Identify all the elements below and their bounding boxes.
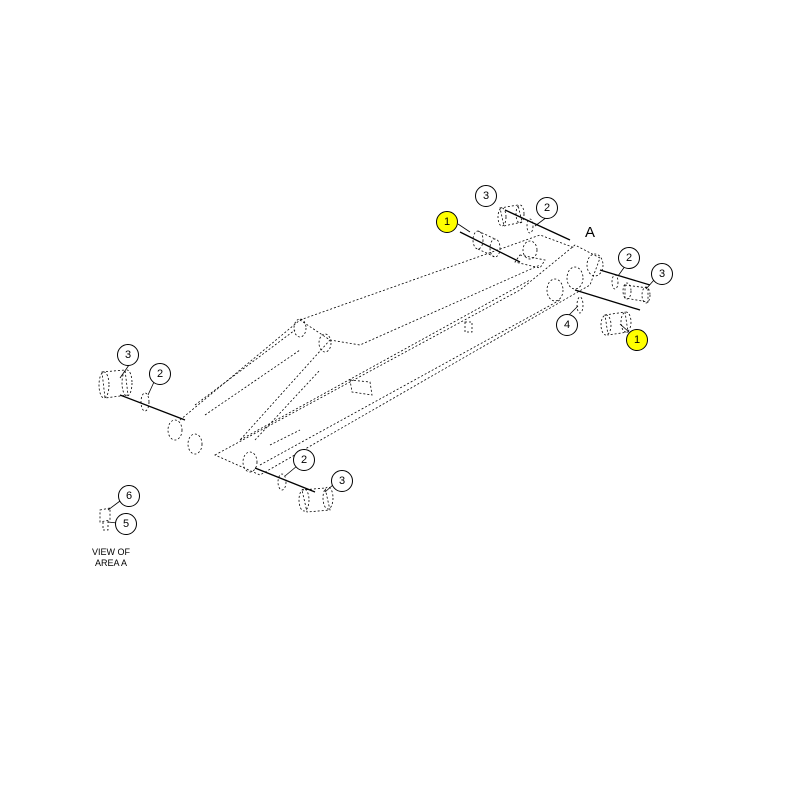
- callout-label: 6: [126, 490, 132, 502]
- bushing-right: [622, 282, 651, 304]
- callout-1-highlighted: 1: [436, 211, 458, 233]
- callout-label: 1: [444, 216, 450, 228]
- pin-bosses: [167, 240, 604, 473]
- callout-4: 4: [556, 314, 578, 336]
- callout-2: 2: [618, 247, 640, 269]
- bushing-top-left-highlighted: [472, 230, 501, 258]
- callout-2: 2: [149, 363, 171, 385]
- callout-6: 6: [118, 485, 140, 507]
- callout-2: 2: [293, 449, 315, 471]
- assembly-axes: [119, 209, 651, 493]
- caption-line-2: AREA A: [95, 558, 127, 568]
- ring-top-right: [526, 218, 534, 234]
- callout-label: 2: [301, 454, 307, 466]
- callout-label: 1: [634, 334, 640, 346]
- callout-label: 2: [157, 368, 163, 380]
- view-of-area-a-caption: VIEW OF AREA A: [92, 547, 131, 568]
- callout-2: 2: [536, 197, 558, 219]
- callout-label: 2: [544, 202, 550, 214]
- callout-balloons: 1 1 2 2 2 2 3 3: [115, 185, 673, 535]
- callout-label: 3: [125, 349, 131, 361]
- bushing-left: [98, 369, 133, 399]
- area-a-label: A: [585, 224, 595, 241]
- boom-arm: [179, 234, 601, 476]
- callout-3: 3: [117, 344, 139, 366]
- callout-3: 3: [475, 185, 497, 207]
- callout-label: 3: [339, 475, 345, 487]
- bushing-lower-right-highlighted: [600, 311, 632, 336]
- callout-label: 5: [123, 518, 129, 530]
- caption-line-1: VIEW OF: [92, 547, 131, 557]
- callout-3: 3: [651, 263, 673, 285]
- callout-5: 5: [115, 513, 137, 535]
- shim-4: [576, 296, 584, 314]
- callout-label: 4: [564, 319, 570, 331]
- bushing-top-right: [497, 204, 525, 227]
- callout-label: 3: [483, 190, 489, 202]
- leader-lines: [107, 216, 655, 524]
- ring-left: [140, 392, 150, 412]
- callout-3: 3: [331, 470, 353, 492]
- ring-bottom: [277, 473, 287, 491]
- bushing-bottom: [298, 486, 334, 513]
- area-a-fitting: [99, 507, 111, 531]
- callout-1-highlighted: 1: [626, 329, 648, 351]
- callout-label: 3: [659, 268, 665, 280]
- ring-right: [611, 274, 619, 290]
- callout-label: 2: [626, 252, 632, 264]
